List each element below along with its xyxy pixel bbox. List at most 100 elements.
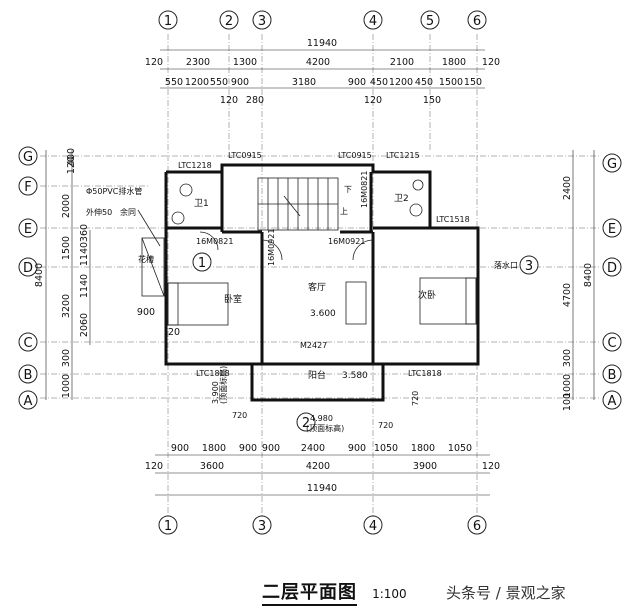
axis-left-B: B: [24, 368, 33, 383]
dim-top-r2-8: 450: [415, 77, 433, 88]
section-marker-2: 2: [302, 416, 310, 431]
room-bedroom: 卧室: [224, 293, 242, 305]
dim-right-o-3: 1000: [562, 374, 573, 398]
axis-right-D: D: [607, 261, 617, 276]
dim-top-r2-0: 550: [165, 77, 183, 88]
dim-top-r1-0: 120: [145, 57, 163, 68]
elev-balcony: 3.580: [342, 371, 368, 381]
pipe-note-line1: Φ50PVC排水管: [86, 186, 142, 196]
dim-top-overall: 11940: [307, 38, 337, 49]
axis-bubbles-top: 1 2 3 4 5 6: [158, 10, 487, 30]
axis-top-6: 6: [473, 14, 481, 29]
dim-top-r1-4: 2100: [390, 57, 414, 68]
axis-bottom-3: 3: [258, 519, 266, 534]
dim-bot-r2-1: 3600: [200, 461, 224, 472]
dim-left-i-1: 1140: [79, 242, 90, 266]
dim-left-o-5: 300: [61, 349, 72, 367]
door-16m0921-b: 16M0921: [328, 237, 365, 246]
dim-right-o-2: 300: [562, 349, 573, 367]
dim-bot-r1-6: 1050: [374, 443, 398, 454]
door-16m0821-b: 16M0821: [360, 171, 369, 208]
dim-right-o-4: 100: [562, 393, 573, 411]
opening-labels: LTC1218 LTC0915 LTC0915 LTC1215 LTC1518 …: [178, 151, 470, 378]
elev-bottom-left: 3.900: [211, 381, 220, 404]
dim-right-overall: 8400: [583, 263, 594, 287]
window-ltc1215: LTC1215: [386, 151, 420, 160]
dim-bot-r2-3: 3900: [413, 461, 437, 472]
room-second-bedroom: 次卧: [418, 289, 436, 301]
dim-top-r1-5: 1800: [442, 57, 466, 68]
axis-bubbles-left: G F E D C B A: [18, 146, 38, 410]
stair-up-label: 上: [340, 207, 348, 216]
dimensions-bottom: 900 1800 900 900 2400 900 1050 1800 1050…: [145, 443, 500, 496]
drawing-title: 二层平面图: [262, 582, 357, 606]
axis-top-5: 5: [426, 14, 434, 29]
dim-bot-r1-8: 1050: [448, 443, 472, 454]
dim-left-o-0: 400: [66, 148, 77, 166]
elev-bottom-mid: 4.980: [310, 414, 333, 423]
axis-top-2: 2: [225, 14, 233, 29]
section-marker-1: 1: [198, 256, 206, 271]
axis-left-A: A: [24, 394, 33, 409]
dim-left-o-4: 3200: [61, 294, 72, 318]
dim-bot-r1-4: 2400: [301, 443, 325, 454]
room-living: 客厅: [308, 281, 326, 293]
axis-left-F: F: [24, 180, 31, 195]
window-ltc1818-a: LTC1818: [196, 369, 230, 378]
dim-top-r3-1: 280: [246, 95, 264, 106]
axis-right-A: A: [608, 394, 617, 409]
room-bath-1: 卫1: [194, 199, 209, 209]
section-markers: 1 2 3: [192, 252, 539, 432]
dimensions-right: 2400 4700 300 1000 100 8400: [562, 150, 595, 411]
dim-720-c: 720: [411, 391, 420, 406]
dimensions-top: 11940 120 2300 1300 4200 2100 1800 120 5…: [145, 38, 500, 106]
pipe-note-line3: 余同: [120, 207, 136, 217]
axis-bottom-1: 1: [164, 519, 172, 534]
door-16m0821-a: 16M0821: [196, 237, 233, 246]
dim-bot-overall: 11940: [307, 483, 337, 494]
dim-top-r2-9: 1500: [439, 77, 463, 88]
dim-bot-r1-1: 1800: [202, 443, 226, 454]
window-ltc0915-b: LTC0915: [338, 151, 372, 160]
dim-left-o-2: 2000: [61, 194, 72, 218]
dim-left-i-0: 360: [79, 224, 90, 242]
dim-left-i-2: 1140: [79, 274, 90, 298]
elev-bottom-mid-note: (顶面标高): [306, 423, 344, 433]
dim-right-o-1: 4700: [562, 283, 573, 307]
dim-left-small-20: 20: [168, 327, 180, 338]
staircase: [257, 177, 339, 231]
dim-right-o-0: 2400: [562, 176, 573, 200]
axis-left-E: E: [24, 222, 32, 237]
dim-top-r2-4: 3180: [292, 77, 316, 88]
dim-left-o-6: 1000: [61, 374, 72, 398]
door-m2427: M2427: [300, 341, 327, 350]
axis-left-G: G: [23, 150, 33, 165]
dim-bot-r1-0: 900: [171, 443, 189, 454]
dim-top-r1-2: 1300: [233, 57, 257, 68]
dim-top-r1-1: 2300: [186, 57, 210, 68]
axis-top-4: 4: [369, 14, 377, 29]
dim-bot-r2-4: 120: [482, 461, 500, 472]
dim-top-r2-10: 150: [464, 77, 482, 88]
dim-720-b: 720: [378, 421, 393, 430]
dim-bot-r1-5: 900: [348, 443, 366, 454]
axis-left-C: C: [23, 336, 32, 351]
furniture: [167, 179, 477, 326]
stair-down-label: 下: [344, 185, 352, 194]
pipe-note-line2: 外伸50: [86, 207, 112, 217]
dim-top-r2-5: 900: [348, 77, 366, 88]
dim-top-r2-6: 450: [370, 77, 388, 88]
room-labels: 卫1 卫2 卧室 客厅 次卧 阳台 花槽 落水口 下 上: [138, 185, 518, 381]
axis-right-C: C: [607, 336, 616, 351]
room-balcony: 阳台: [308, 369, 326, 381]
axis-bottom-4: 4: [369, 519, 377, 534]
dim-bot-r1-2: 900: [239, 443, 257, 454]
dim-top-r2-2: 550: [210, 77, 228, 88]
dim-top-r1-3: 4200: [306, 57, 330, 68]
window-ltc1218: LTC1218: [178, 161, 212, 170]
axis-bottom-6: 6: [473, 519, 481, 534]
drawing-scale: 1:100: [372, 587, 407, 601]
room-bath-2: 卫2: [394, 194, 409, 204]
pipe-note: Φ50PVC排水管 外伸50 余同: [86, 186, 161, 247]
window-ltc0915-a: LTC0915: [228, 151, 262, 160]
